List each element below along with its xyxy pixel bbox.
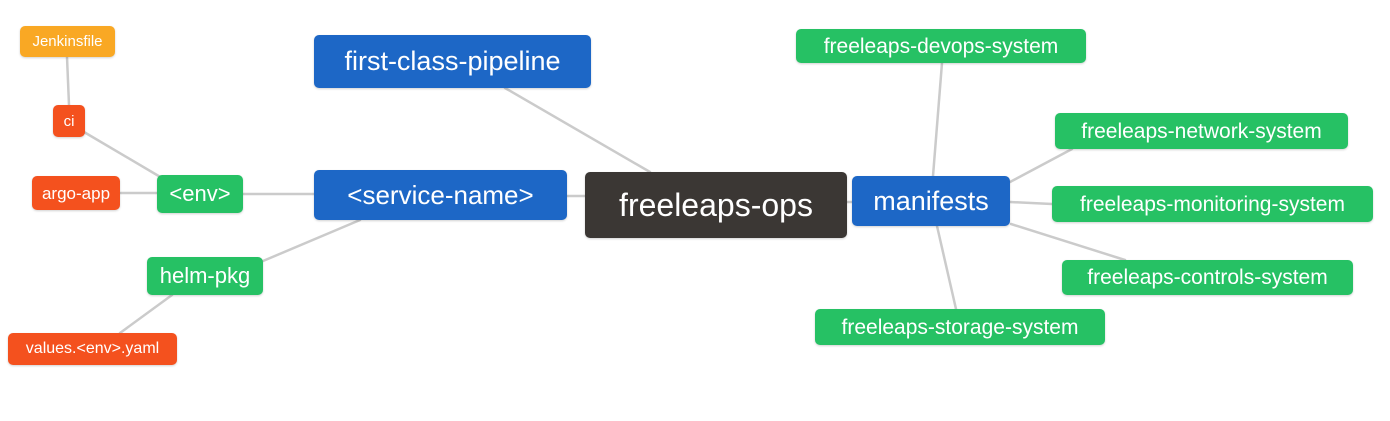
edge-manifests-to-storage-system <box>935 224 958 311</box>
edge-first-class-pipeline-to-freeleaps-ops <box>503 86 652 174</box>
node-jenkinsfile[interactable]: Jenkinsfile <box>20 26 115 57</box>
node-manifests[interactable]: manifests <box>852 176 1010 226</box>
node-freeleaps-ops[interactable]: freeleaps-ops <box>585 172 847 238</box>
node-ci[interactable]: ci <box>53 105 85 137</box>
node-first-class-pipeline[interactable]: first-class-pipeline <box>314 35 591 88</box>
node-devops-system[interactable]: freeleaps-devops-system <box>796 29 1086 63</box>
node-controls-system[interactable]: freeleaps-controls-system <box>1062 260 1353 295</box>
node-monitoring-system[interactable]: freeleaps-monitoring-system <box>1052 186 1373 222</box>
node-values-env-yaml[interactable]: values.<env>.yaml <box>8 333 177 365</box>
node-env[interactable]: <env> <box>157 175 243 213</box>
edge-manifests-to-controls-system <box>1009 222 1127 262</box>
edge-jenkinsfile-to-ci <box>65 55 71 107</box>
edge-service-name-to-helm-pkg <box>261 218 362 263</box>
node-argo-app[interactable]: argo-app <box>32 176 120 210</box>
edge-ci-to-env <box>82 130 164 180</box>
node-helm-pkg[interactable]: helm-pkg <box>147 257 263 295</box>
edge-manifests-to-network-system <box>1008 147 1074 184</box>
edge-manifests-to-monitoring-system <box>1008 200 1054 206</box>
node-storage-system[interactable]: freeleaps-storage-system <box>815 309 1105 345</box>
node-network-system[interactable]: freeleaps-network-system <box>1055 113 1348 149</box>
edge-manifests-to-devops-system <box>931 61 944 178</box>
edge-helm-pkg-to-values-env-yaml <box>118 293 174 335</box>
node-service-name[interactable]: <service-name> <box>314 170 567 220</box>
